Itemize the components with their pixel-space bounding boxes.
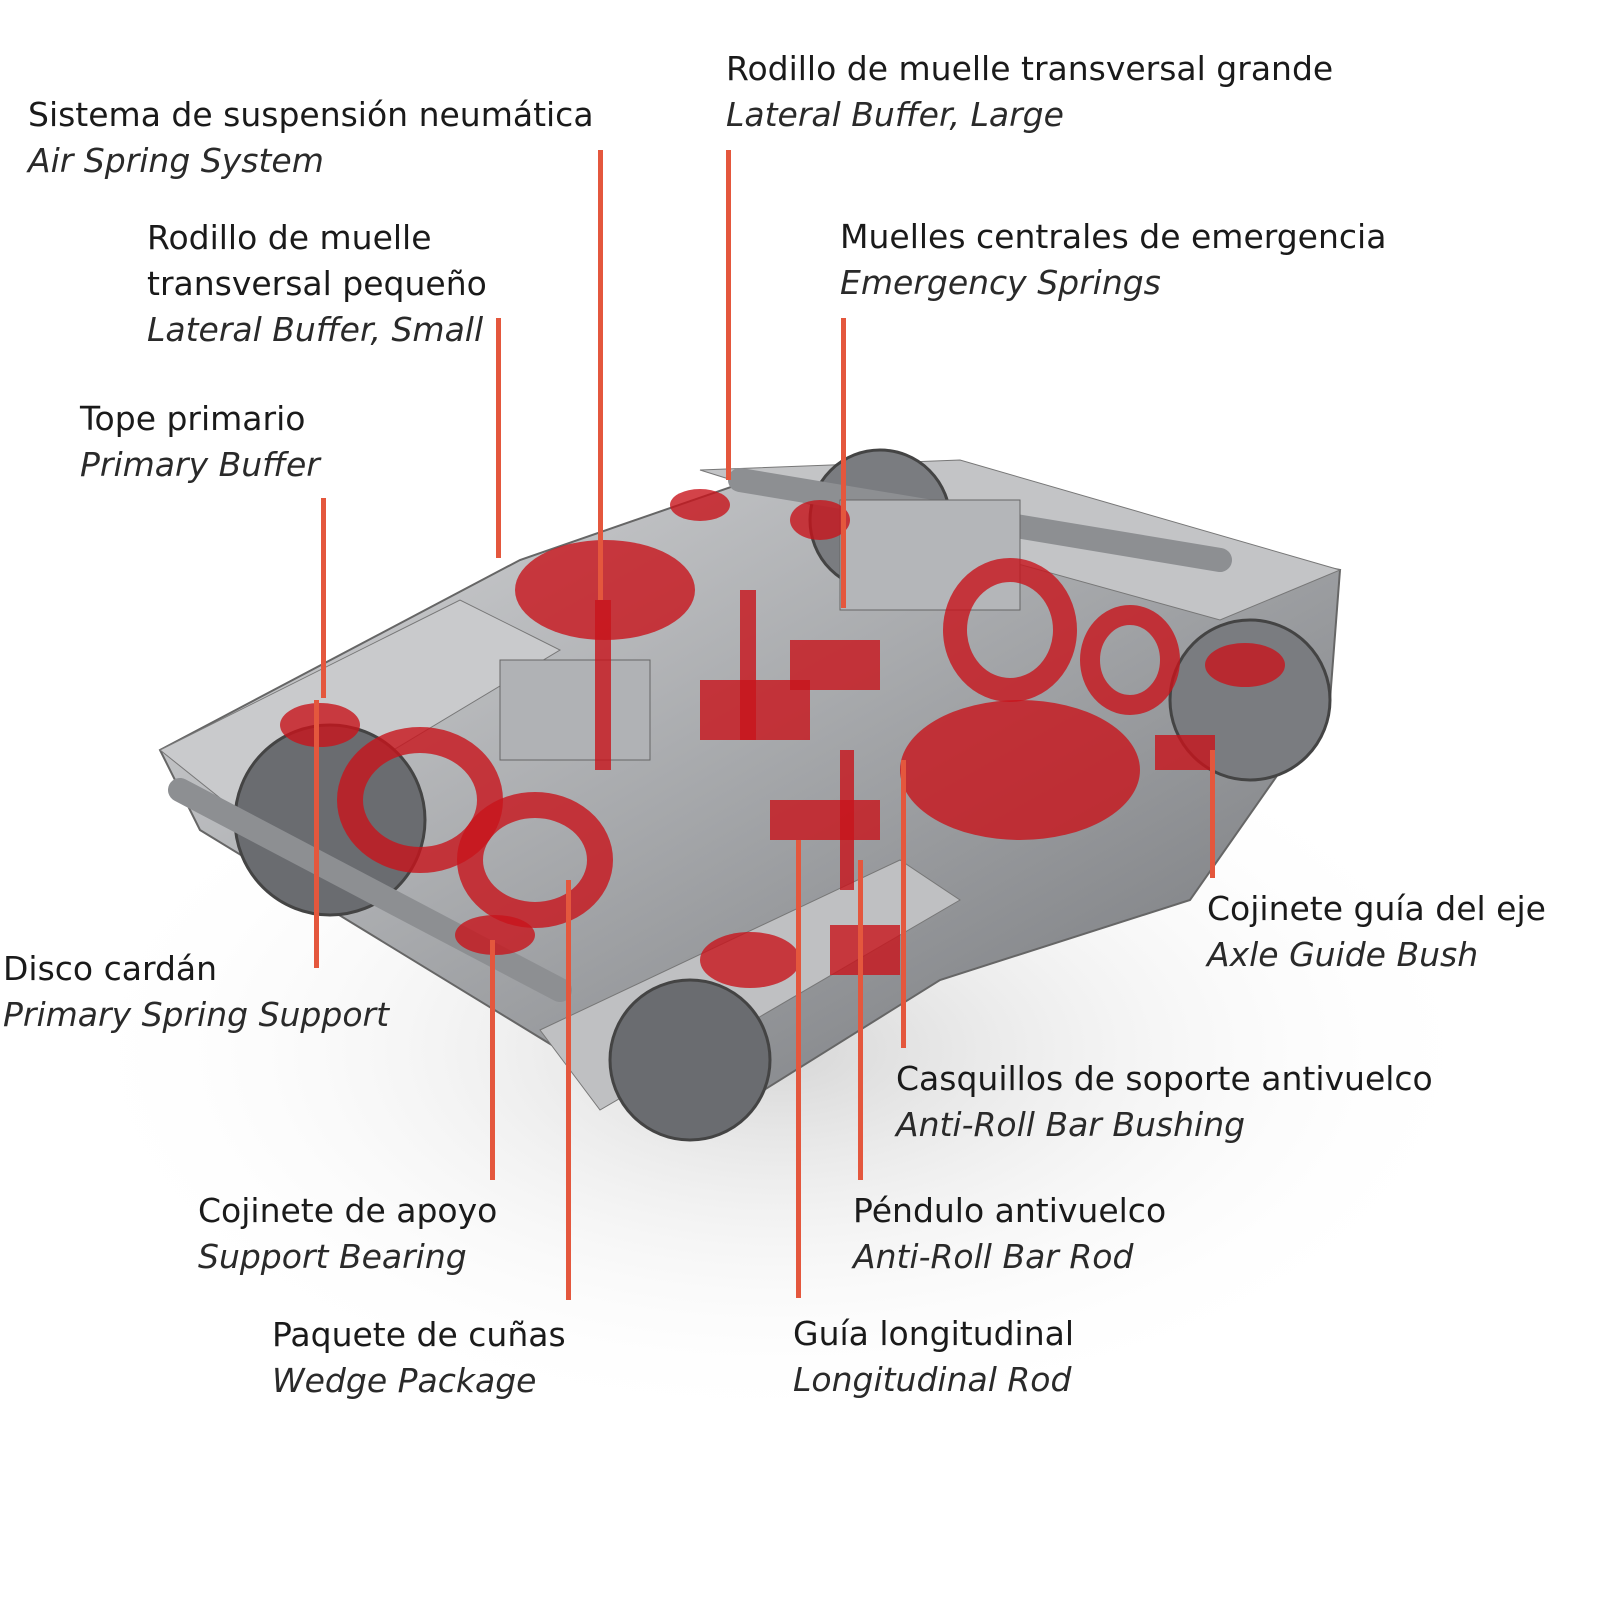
leader-line-primary-buffer — [321, 498, 326, 698]
label-air-spring: Sistema de suspensión neumática Air Spri… — [28, 92, 594, 184]
label-es: Paquete de cuñas — [272, 1315, 566, 1354]
leader-line-air-spring — [598, 150, 603, 600]
label-es: Cojinete guía del eje — [1207, 889, 1546, 928]
label-es: Disco cardán — [3, 949, 218, 988]
leader-line-lateral-large — [726, 150, 731, 480]
label-cardan: Disco cardán Primary Spring Support — [3, 946, 389, 1038]
leader-line-antiroll-rod — [858, 860, 863, 1180]
label-antiroll-bushing: Casquillos de soporte antivuelco Anti-Ro… — [896, 1056, 1433, 1148]
label-es: Rodillo de muelle — [147, 218, 432, 257]
leader-line-axle-guide — [1210, 750, 1215, 878]
leader-line-support-bearing — [490, 940, 495, 1180]
label-en: Primary Spring Support — [3, 995, 390, 1034]
leader-line-cardan — [314, 700, 319, 968]
label-es: Muelles centrales de emergencia — [840, 217, 1387, 256]
label-support-bearing: Cojinete de apoyo Support Bearing — [198, 1188, 497, 1280]
label-en: Emergency Springs — [840, 263, 1161, 302]
label-en: Axle Guide Bush — [1207, 935, 1479, 974]
leader-line-longitudinal — [796, 840, 801, 1298]
label-en: Support Bearing — [198, 1237, 467, 1276]
label-antiroll-rod: Péndulo antivuelco Anti-Roll Bar Rod — [853, 1188, 1166, 1280]
label-en: Wedge Package — [272, 1361, 537, 1400]
label-emergency: Muelles centrales de emergencia Emergenc… — [840, 214, 1386, 306]
label-en: Primary Buffer — [80, 445, 320, 484]
label-es: transversal pequeño — [147, 264, 487, 303]
leader-line-wedge — [566, 880, 571, 1300]
label-lateral-large: Rodillo de muelle transversal grande Lat… — [726, 46, 1333, 138]
label-es: Tope primario — [80, 399, 306, 438]
leader-line-emergency — [841, 318, 846, 608]
label-longitudinal: Guía longitudinal Longitudinal Rod — [793, 1311, 1074, 1403]
label-es: Casquillos de soporte antivuelco — [896, 1059, 1433, 1098]
leader-line-lateral-small — [496, 318, 501, 558]
label-wedge: Paquete de cuñas Wedge Package — [272, 1312, 566, 1404]
label-en: Lateral Buffer, Small — [147, 310, 484, 349]
label-en: Anti-Roll Bar Rod — [853, 1237, 1134, 1276]
label-en: Lateral Buffer, Large — [726, 95, 1064, 134]
leader-line-antiroll-bushing — [901, 760, 906, 1048]
label-lateral-small: Rodillo de muelle transversal pequeño La… — [147, 215, 487, 353]
label-es: Rodillo de muelle transversal grande — [726, 49, 1334, 88]
wheel — [608, 978, 772, 1142]
label-es: Sistema de suspensión neumática — [28, 95, 594, 134]
label-en: Anti-Roll Bar Bushing — [896, 1105, 1246, 1144]
label-primary-buffer: Tope primario Primary Buffer — [80, 396, 320, 488]
label-en: Air Spring System — [28, 141, 324, 180]
label-en: Longitudinal Rod — [793, 1360, 1072, 1399]
label-axle-guide: Cojinete guía del eje Axle Guide Bush — [1207, 886, 1546, 978]
highlighted-parts — [280, 489, 1285, 988]
frame — [158, 448, 1342, 1142]
label-es: Guía longitudinal — [793, 1314, 1075, 1353]
label-es: Péndulo antivuelco — [853, 1191, 1167, 1230]
label-es: Cojinete de apoyo — [198, 1191, 498, 1230]
